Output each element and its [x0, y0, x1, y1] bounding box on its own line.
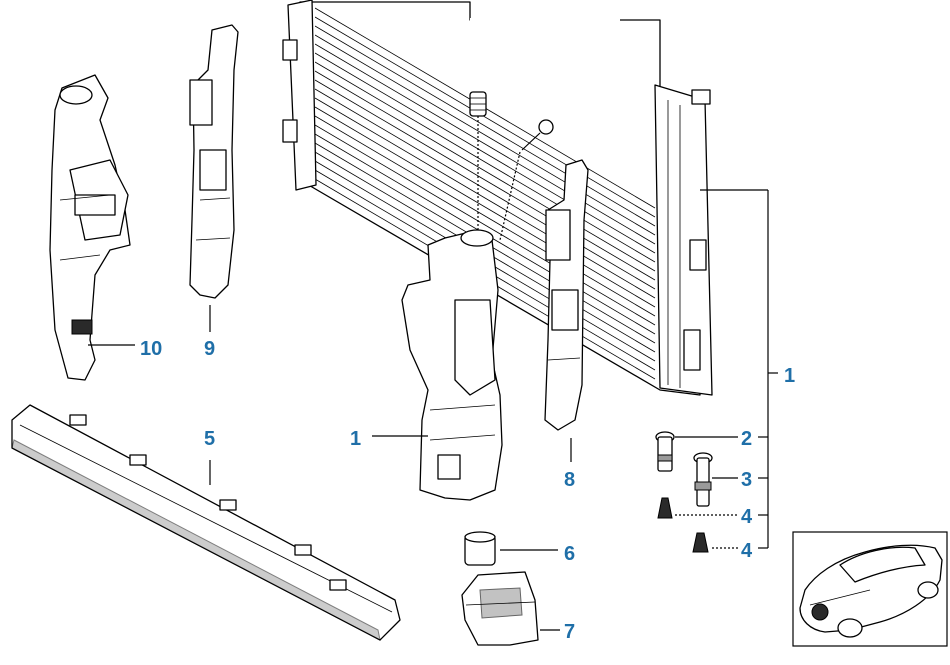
callout-3: 3: [741, 469, 752, 491]
part-8-bracket: [544, 159, 589, 431]
radiator-fin: [315, 70, 656, 272]
callout-5: 5: [204, 428, 215, 450]
rail-clip: [69, 414, 87, 426]
callout-4-bottom: 4: [741, 540, 753, 562]
radiator-fin: [315, 79, 656, 281]
rail-clip: [294, 544, 312, 556]
part-4-grommet-top: [657, 497, 673, 519]
part-9-bracket: [189, 24, 239, 299]
rail-clip: [219, 499, 237, 511]
duct-bolt: [469, 91, 487, 232]
callout-8: 8: [564, 469, 575, 491]
radiator-fin: [315, 115, 656, 317]
rail-clip: [129, 454, 147, 466]
radiator-fin: [315, 34, 656, 236]
callout-1-left: 1: [350, 428, 361, 450]
part-6-mount: [464, 531, 496, 566]
car-outline-icon: [799, 544, 943, 638]
callout-2: 2: [741, 428, 752, 450]
part-4-grommet-bottom: [692, 532, 709, 553]
callout-7: 7: [564, 621, 575, 643]
radiator-fin: [315, 61, 656, 263]
radiator-fin: [315, 124, 656, 326]
part-7-holder: [461, 571, 539, 646]
radiator-fin: [315, 97, 656, 299]
callout-9: 9: [204, 338, 215, 360]
radiator-fin: [315, 52, 656, 254]
rail-clips: [69, 414, 347, 591]
part-2-stud: [655, 431, 675, 472]
radiator-fin: [315, 16, 656, 218]
part-10-bracket: [49, 74, 131, 381]
car-location-inset: [792, 531, 948, 647]
part-5-rail: [11, 404, 401, 641]
radiator-fin: [315, 43, 656, 245]
callout-10: 10: [140, 338, 162, 360]
rail-clip: [329, 579, 347, 591]
leader-lines: [88, 189, 778, 631]
callout-1-right: 1: [784, 365, 795, 387]
callout-6: 6: [564, 543, 575, 565]
radiator-fin: [315, 88, 656, 290]
part-3-stud: [693, 452, 713, 507]
callout-4-top: 4: [741, 506, 753, 528]
radiator-fin: [315, 25, 656, 227]
part-1-air-duct: [401, 229, 503, 501]
radiator-fin: [315, 106, 656, 308]
callouts: 10 9 5 1 8 6 7 2 3 4 4 1: [140, 338, 795, 643]
duct-screw: [499, 119, 554, 241]
